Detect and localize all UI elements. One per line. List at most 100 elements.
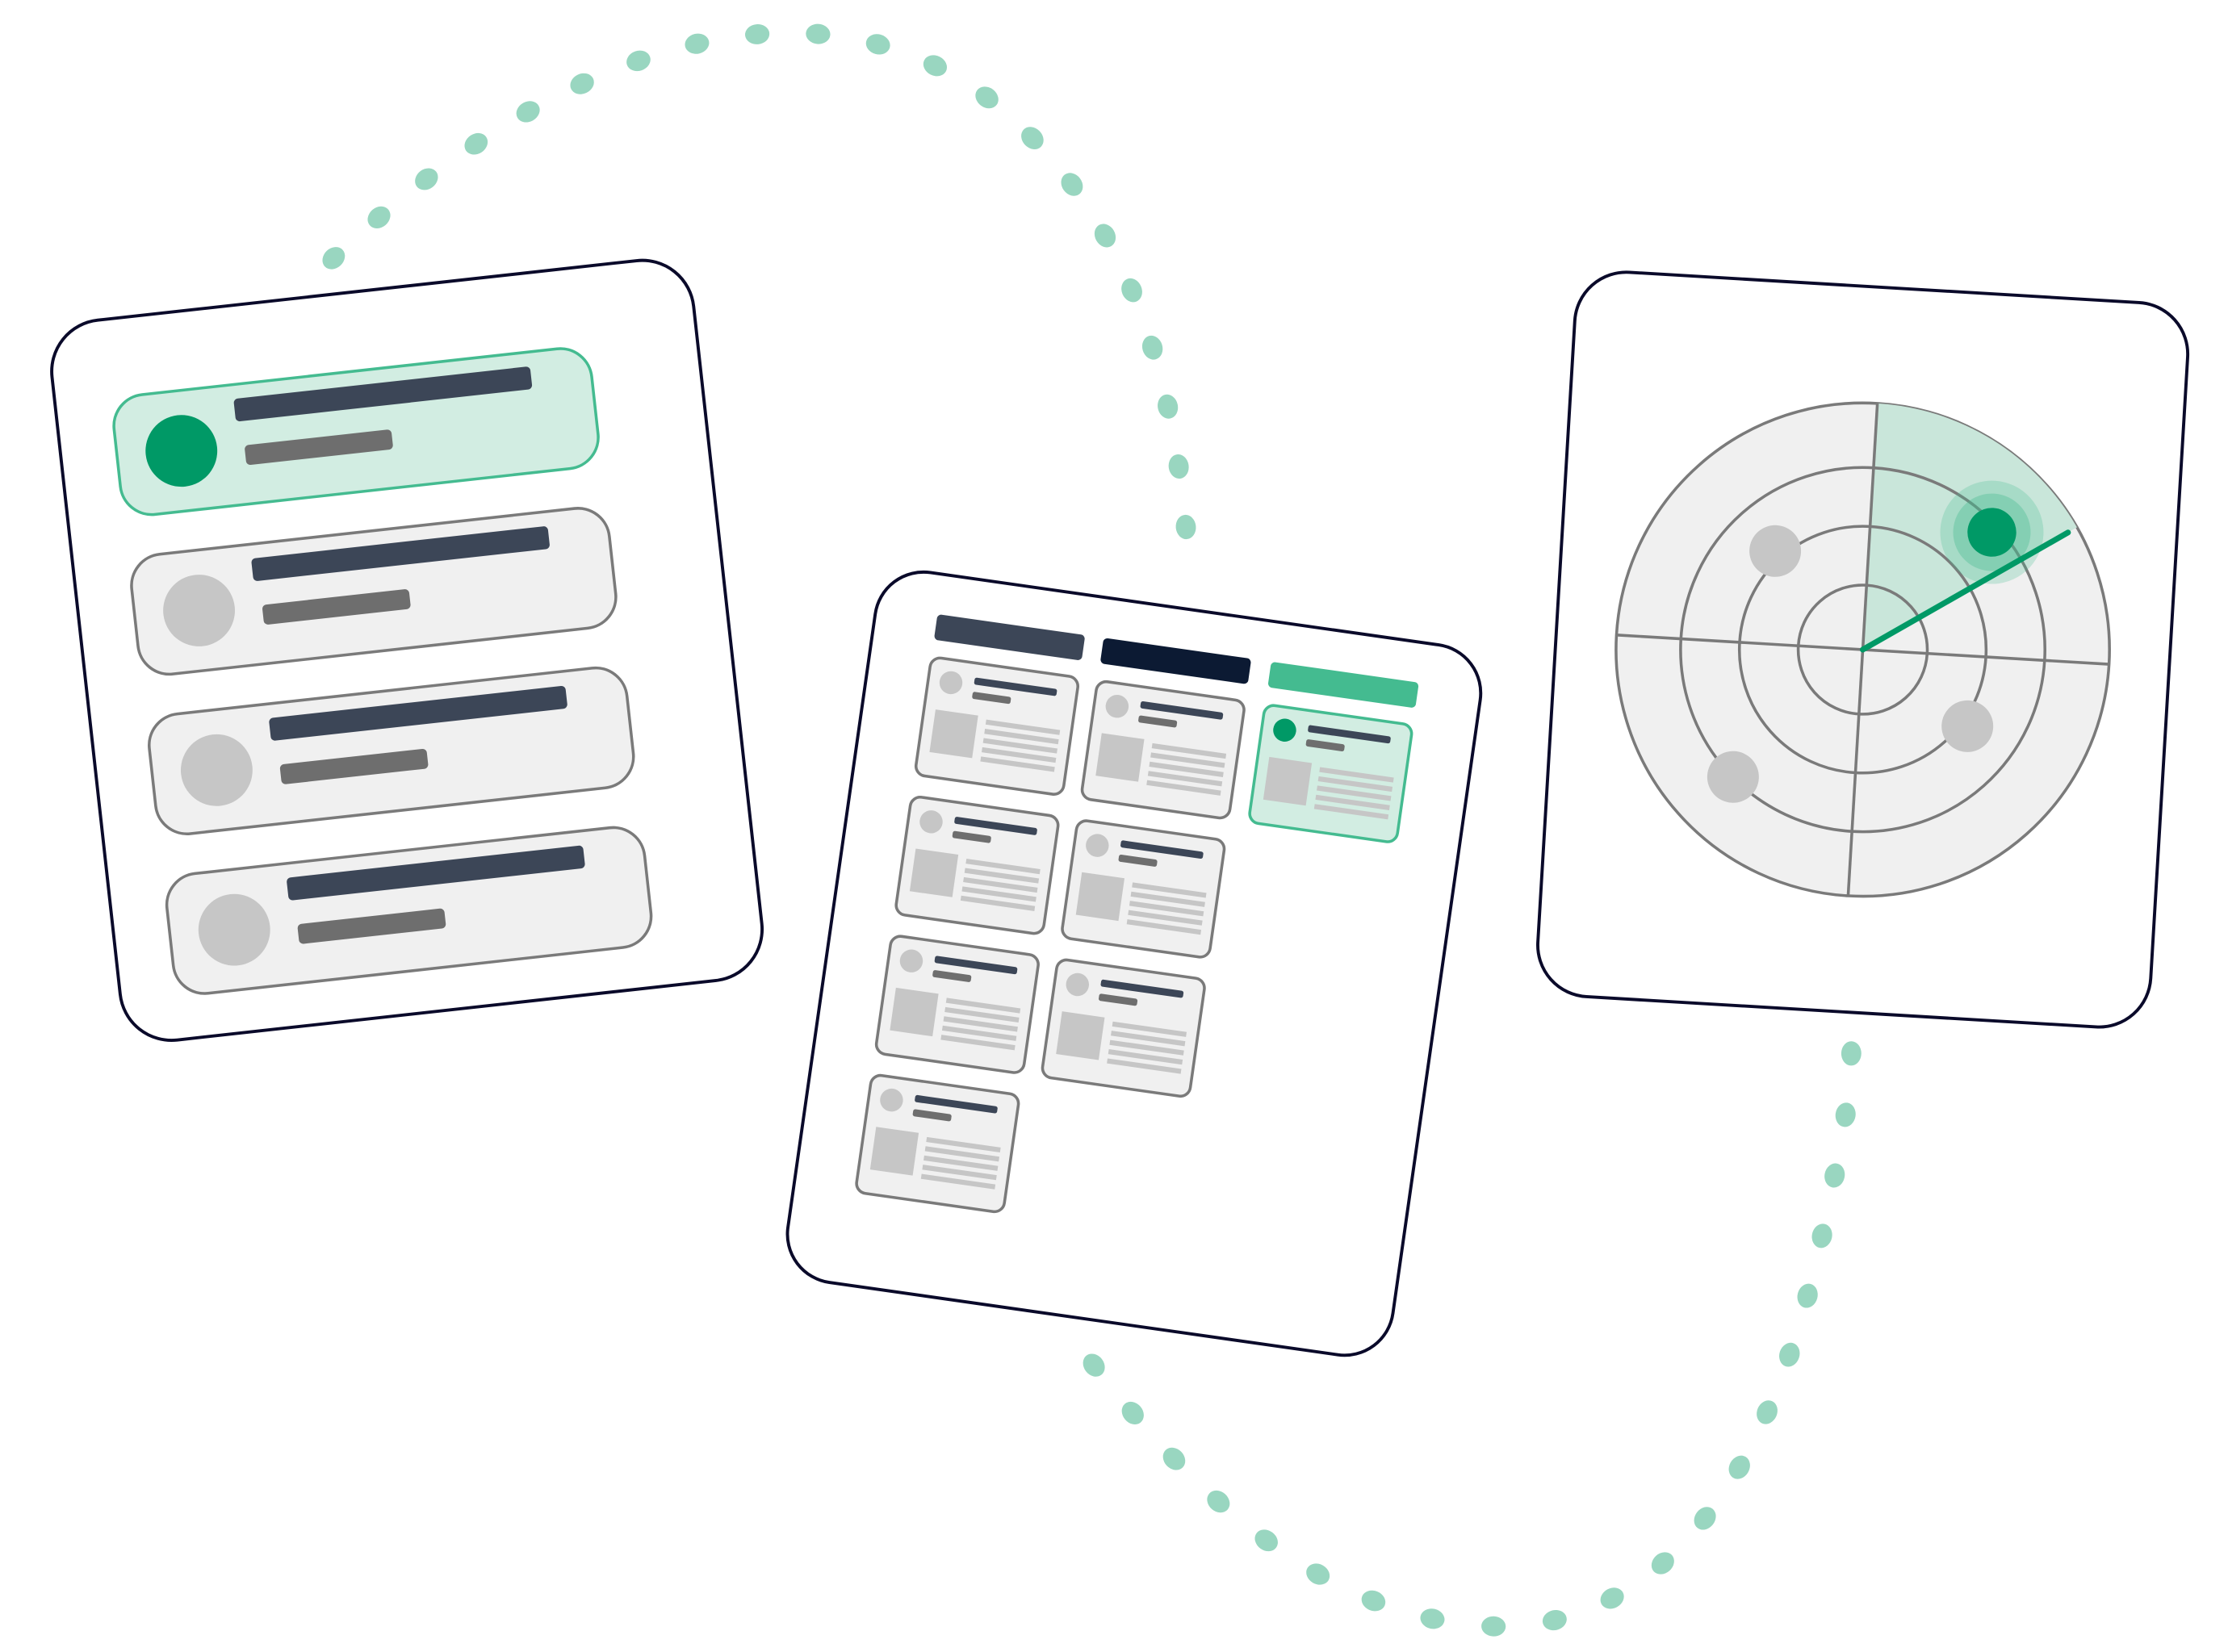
card-text-line (982, 738, 1057, 754)
card-text-line (920, 1173, 996, 1190)
connector-dot (923, 55, 948, 77)
card-text-line (961, 886, 1037, 902)
connector-dot (1207, 1490, 1230, 1513)
card-avatar (899, 949, 923, 972)
card-text-line (980, 756, 1055, 772)
connector-dot (1757, 1400, 1778, 1424)
radar-blip (1707, 751, 1759, 803)
dotted-connector-path (322, 23, 1862, 1637)
subtitle-bar (262, 589, 411, 625)
connector-dot (367, 206, 391, 229)
kanban-card (874, 935, 1040, 1074)
connector-dot (744, 24, 770, 44)
connector-dot (975, 86, 999, 109)
card-text-line (1128, 910, 1203, 926)
radar-sweep-line (1859, 529, 2071, 653)
connector-dot (1061, 173, 1083, 196)
card-text-line (985, 719, 1061, 735)
card-text-line (1315, 794, 1390, 810)
card-thumbnail (909, 848, 959, 897)
connector-dot (626, 50, 651, 72)
card-text-line (1126, 919, 1202, 935)
connector-dot (865, 34, 890, 55)
column-header-1 (934, 614, 1085, 660)
avatar (163, 575, 235, 646)
name-bar (269, 685, 567, 741)
card-text-line (941, 1025, 1017, 1041)
card-avatar (880, 1088, 903, 1112)
connector-dot (1254, 1529, 1278, 1552)
connector-dot (1779, 1342, 1800, 1367)
connector-dot (1694, 1507, 1716, 1530)
name-bar (251, 526, 550, 581)
name-bar (287, 845, 585, 901)
connector-dot (1835, 1102, 1856, 1127)
kanban-cards (855, 656, 1413, 1214)
card-text-line (1130, 891, 1205, 907)
subtitle-bar (297, 908, 446, 944)
subtitle-bar (245, 429, 393, 466)
card-title-bar (1100, 979, 1184, 998)
card-text-line (1319, 767, 1394, 783)
card-text-line (922, 1165, 997, 1181)
list-row (148, 666, 635, 835)
kanban-card (855, 1073, 1020, 1214)
column-header-2 (1100, 638, 1251, 684)
card-subtitle-bar (1305, 739, 1345, 751)
connector-dot (1175, 514, 1196, 540)
kanban-card-highlighted (1248, 704, 1413, 843)
kanban-board-panel (785, 570, 1483, 1357)
card-text-line (1317, 776, 1393, 793)
card-title-bar (954, 817, 1037, 835)
name-bar (233, 366, 533, 422)
column-header-3 (1267, 662, 1419, 708)
card-avatar (939, 671, 963, 695)
card-text-line (984, 729, 1059, 745)
connector-dot (1306, 1563, 1330, 1585)
card-text-line (965, 859, 1041, 875)
radar-blip-highlighted (1967, 508, 2017, 557)
connector-dot (1542, 1609, 1567, 1631)
connector-dot (1021, 127, 1044, 149)
card-text-line (1129, 901, 1204, 917)
connector-dot (1824, 1163, 1845, 1188)
kanban-card (1061, 819, 1226, 959)
card-thumbnail (1056, 1011, 1105, 1060)
connector-dot (1841, 1041, 1862, 1066)
list-row (130, 507, 618, 676)
connector-dot (1121, 1401, 1144, 1425)
card-text-line (924, 1146, 1000, 1162)
card-title-bar (915, 1094, 998, 1114)
card-avatar (1066, 972, 1089, 997)
connector-dot (415, 168, 438, 190)
card-text-line (1149, 761, 1224, 777)
card-text-line (1111, 1031, 1186, 1047)
connector-dot (1083, 1353, 1105, 1377)
card-text-line (982, 747, 1057, 763)
card-text-line (1109, 1039, 1184, 1056)
card-subtitle-bar (912, 1109, 952, 1122)
card-text-line (1108, 1049, 1183, 1065)
radar-blip (1941, 700, 1994, 752)
card-subtitle-bar (1099, 993, 1138, 1006)
connector-dot (516, 101, 540, 123)
list-row-highlighted (112, 347, 600, 517)
connector-dot (1651, 1552, 1674, 1575)
card-thumbnail (929, 709, 978, 759)
card-thumbnail (1263, 756, 1313, 806)
connector-dot (1811, 1223, 1832, 1248)
card-text-line (1317, 785, 1392, 801)
card-title-bar (1120, 840, 1204, 859)
card-title-bar (934, 956, 1018, 975)
connector-dot (464, 132, 488, 155)
kanban-card (894, 796, 1060, 935)
card-avatar (1273, 718, 1296, 742)
connector-dot (1600, 1587, 1624, 1609)
connector-dot (1168, 454, 1189, 479)
connector-dot (1728, 1455, 1750, 1479)
connector-dot (1797, 1283, 1818, 1308)
radar-blip (1749, 525, 1802, 577)
card-thumbnail (1075, 872, 1125, 922)
card-text-line (945, 997, 1021, 1014)
connector-dot (570, 73, 594, 94)
